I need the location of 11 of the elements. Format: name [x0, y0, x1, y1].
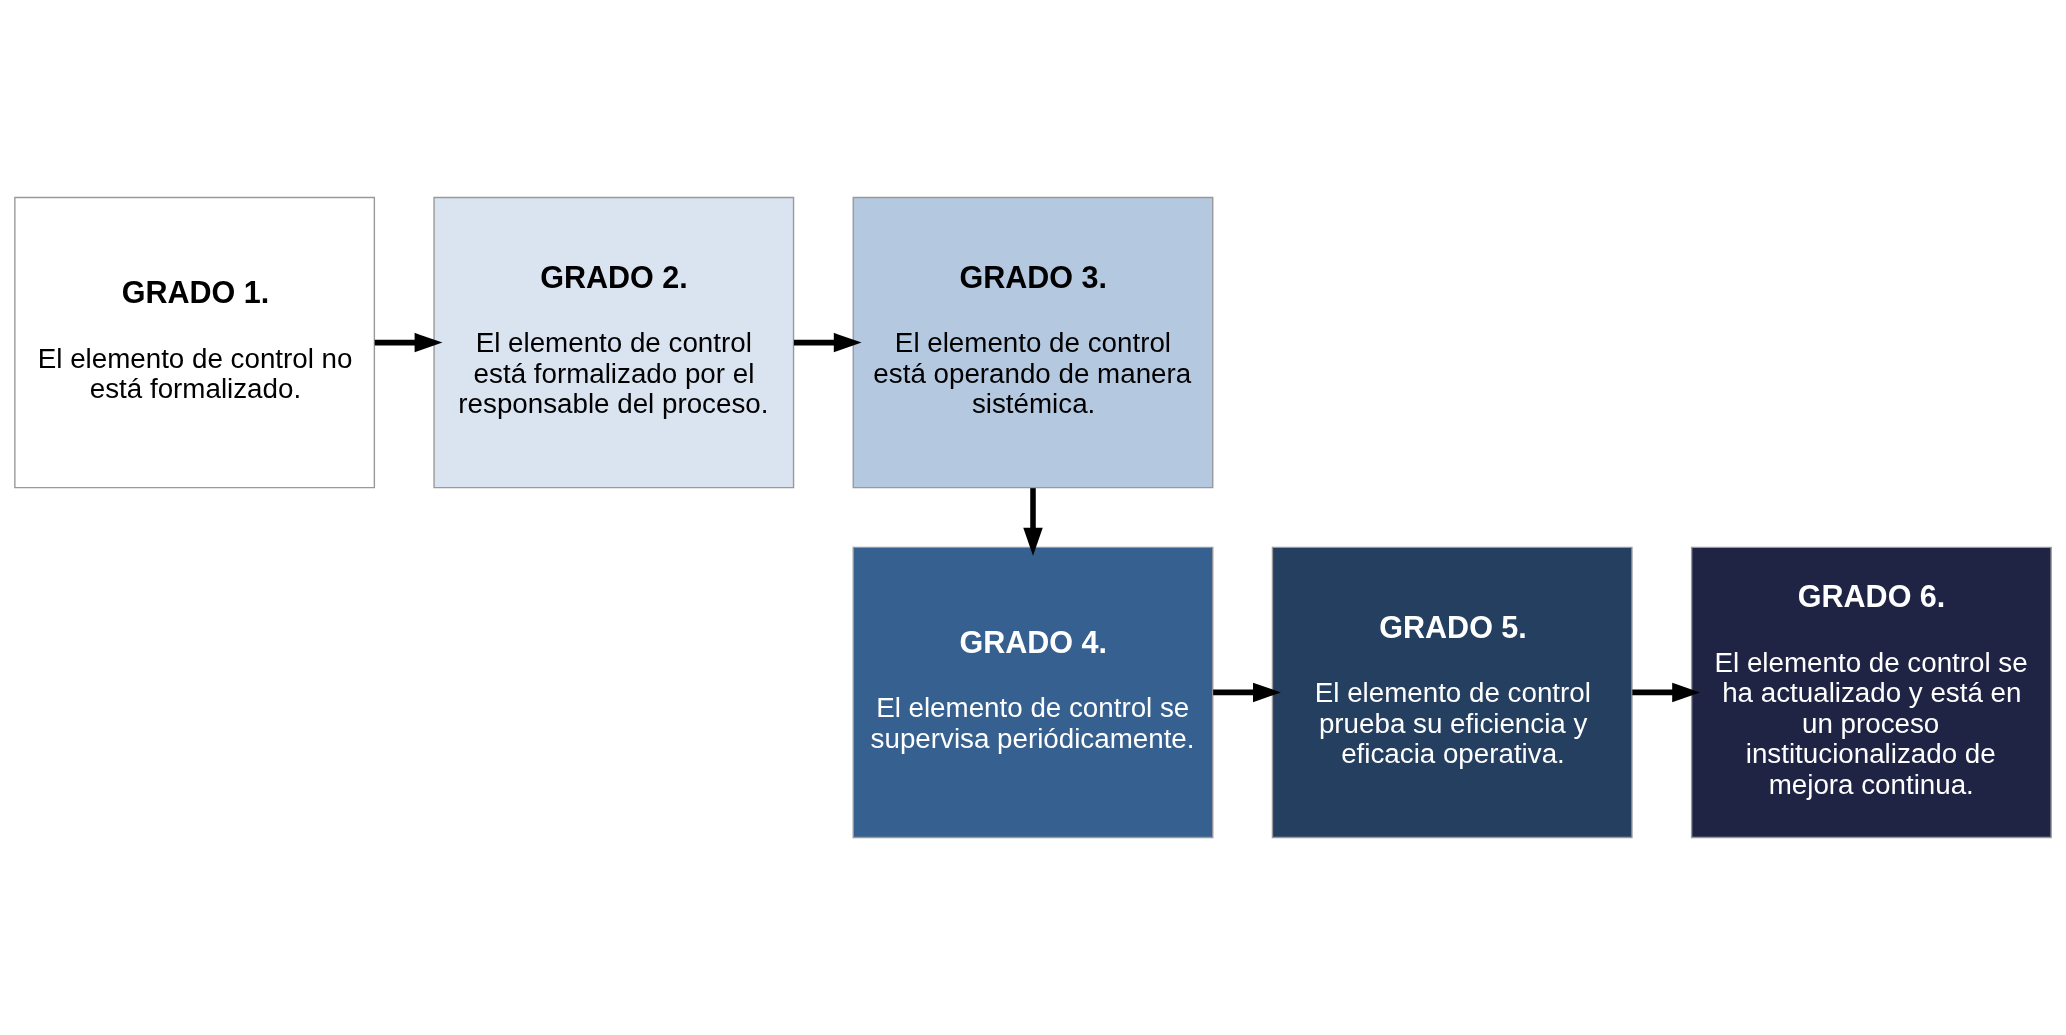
arrow — [1213, 682, 1281, 703]
node-box: GRADO 3. El elemento de control está operando de manera sistémica. — [852, 196, 1214, 489]
node-box: GRADO 6. El elemento de control se ha actualizado y está en un proceso institucionalizado de mejora continua. — [1690, 546, 2052, 839]
node-box: GRADO 2. El elemento de control está formalizado por el responsable del proceso. — [433, 196, 795, 489]
arrow — [1023, 488, 1043, 556]
arrow — [374, 332, 443, 353]
arrow — [1632, 682, 1701, 703]
node-box: GRADO 1. El elemento de control no está formalizado. — [14, 196, 376, 489]
node-box: GRADO 5. El elemento de control prueba su eficiencia y eficacia operativa. — [1271, 546, 1633, 839]
node-box: GRADO 4. El elemento de control se supervisa periódicamente. — [852, 546, 1214, 839]
arrow — [793, 332, 862, 353]
